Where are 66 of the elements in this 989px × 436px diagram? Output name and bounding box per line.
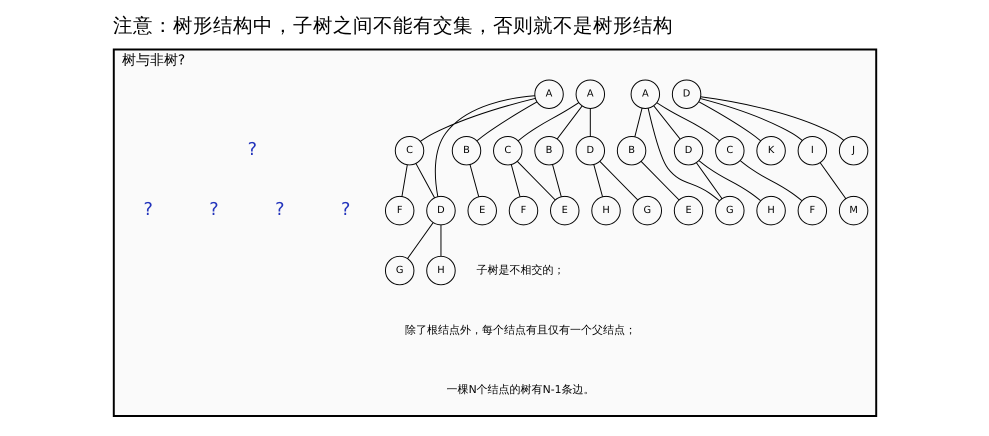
node-circle: G	[384, 256, 414, 286]
node-circle: M	[838, 196, 868, 226]
label: ?	[340, 200, 350, 220]
node-circle: H	[590, 196, 620, 226]
node-circle: G	[714, 196, 744, 226]
node-circle: J	[838, 136, 868, 166]
node-circle: A	[534, 79, 564, 109]
connector	[696, 162, 722, 199]
connector	[510, 164, 520, 197]
connector	[517, 102, 579, 142]
label: 除了根结点外，每个结点有且仅有一个父结点；	[404, 323, 636, 336]
node-circle: A	[575, 79, 605, 109]
node-circle: D	[671, 79, 701, 109]
node-circle: E	[550, 196, 579, 226]
node-circle: K	[756, 136, 786, 166]
node-circle: C	[394, 136, 424, 166]
connector	[440, 224, 441, 257]
connector	[476, 102, 537, 142]
connector	[469, 164, 479, 197]
node-circle: F	[384, 196, 414, 226]
node-circle: H	[426, 256, 456, 286]
node-circle: F	[508, 196, 538, 226]
label: ?	[274, 200, 284, 220]
node-circle: B	[451, 136, 481, 166]
connector	[415, 163, 434, 198]
connector	[700, 98, 802, 141]
connector	[700, 96, 844, 141]
connector	[634, 108, 642, 137]
node-circle: D	[575, 136, 605, 166]
label: 子树是不相交的；	[476, 263, 564, 276]
connector	[647, 108, 720, 201]
node-circle: E	[466, 196, 496, 226]
connector	[420, 98, 536, 142]
connector	[698, 101, 760, 142]
label: 一棵N个结点的树有N-1条边。	[446, 383, 594, 396]
connector	[516, 161, 556, 200]
node-circle: G	[632, 196, 662, 226]
connector	[819, 162, 846, 199]
connector	[698, 160, 760, 201]
connector	[589, 108, 590, 137]
connector	[556, 105, 582, 140]
connector	[406, 222, 433, 259]
connector	[552, 164, 562, 197]
connector	[592, 164, 602, 197]
connector	[656, 102, 720, 142]
node-circle: I	[797, 136, 827, 166]
node-circle: D	[673, 136, 703, 166]
node-circle: H	[756, 196, 786, 226]
node-circle: B	[616, 136, 646, 166]
node-circle: E	[673, 196, 703, 226]
connector	[652, 105, 680, 140]
node-circle: D	[426, 196, 456, 226]
node-circle: A	[630, 79, 660, 109]
label: ?	[208, 200, 218, 220]
connector	[434, 95, 534, 198]
connector	[640, 161, 680, 200]
node-circle: C	[714, 136, 744, 166]
connector	[400, 164, 408, 198]
node-circle: C	[492, 136, 522, 166]
connector	[740, 160, 802, 201]
diagram-title: 注意：树形结构中，子树之间不能有交集，否则就不是树形结构	[112, 14, 672, 37]
node-circle: B	[534, 136, 564, 166]
node-circle: F	[797, 196, 827, 226]
label: ?	[247, 140, 257, 160]
label: ?	[142, 200, 152, 220]
connector	[598, 161, 638, 200]
